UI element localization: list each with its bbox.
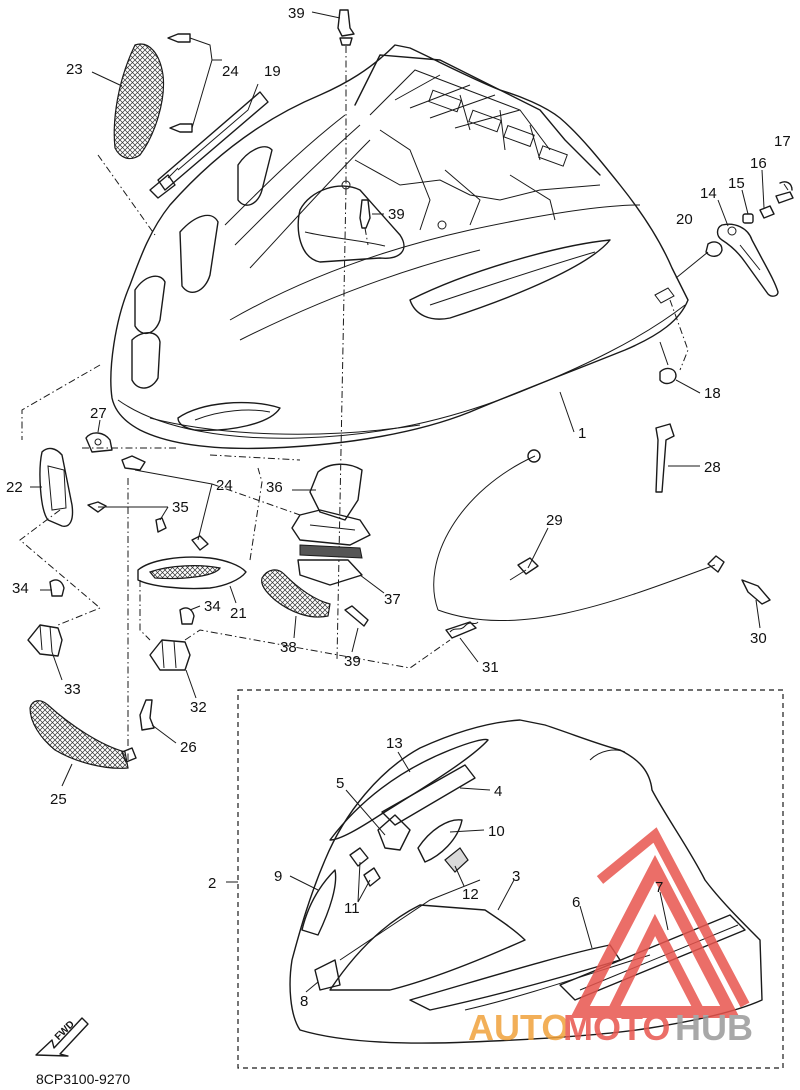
lower-bracket (137, 556, 247, 590)
callout-3: 3 (512, 868, 520, 885)
rivets-lower-left (121, 699, 155, 763)
decal-stripe (149, 91, 269, 199)
callout-25: 25 (50, 791, 67, 808)
callout-38: 38 (280, 639, 297, 656)
callout-2: 2 (208, 875, 216, 892)
callout-26: 26 (180, 739, 197, 756)
hood-body (110, 44, 689, 450)
clip-27 (85, 432, 113, 453)
callout-17: 17 (774, 133, 791, 150)
callout-32: 32 (190, 699, 207, 716)
callout-24-mid: 24 (216, 477, 233, 494)
callout-10: 10 (488, 823, 505, 840)
forward-arrow-icon: FWD (35, 1017, 89, 1057)
callout-30: 30 (750, 630, 767, 647)
callout-leaders (30, 11, 789, 993)
small-hardware-right (675, 181, 794, 279)
callout-33: 33 (64, 681, 81, 698)
callout-27: 27 (90, 405, 107, 422)
callout-23: 23 (66, 61, 83, 78)
callout-20: 20 (676, 211, 693, 228)
callout-4: 4 (494, 783, 502, 800)
callout-12: 12 (462, 886, 479, 903)
callout-9: 9 (274, 868, 282, 885)
callout-11: 11 (344, 900, 360, 917)
callout-34-mid: 34 (204, 598, 221, 615)
callout-37: 37 (384, 591, 401, 608)
callout-8: 8 (300, 993, 308, 1010)
callout-28: 28 (704, 459, 721, 476)
callout-22: 22 (6, 479, 23, 496)
watermark-hub: HUB (675, 1007, 753, 1048)
air-duct (291, 463, 371, 586)
cable-tie (655, 423, 675, 493)
bracket-33 (27, 579, 65, 657)
callout-19: 19 (264, 63, 281, 80)
callout-29: 29 (546, 512, 563, 529)
side-bracket (716, 223, 779, 297)
callout-39-top: 39 (288, 5, 305, 22)
rivet-18 (659, 341, 677, 385)
lamp-bracket (39, 447, 74, 527)
callout-21: 21 (230, 605, 247, 622)
callout-39-lower: 39 (344, 653, 361, 670)
bolt-top (336, 9, 355, 661)
callout-24-top: 24 (222, 63, 239, 80)
callout-labels: 39 24 23 19 39 17 16 15 14 20 18 1 27 22… (6, 5, 791, 1010)
mesh-vent-38 (261, 569, 331, 618)
release-cable (433, 449, 716, 639)
callout-7: 7 (655, 879, 663, 896)
bolt-39c (344, 605, 369, 627)
diagram-code: 8CP3100-9270 (36, 1071, 130, 1087)
callout-39-mid: 39 (388, 206, 405, 223)
callout-6: 6 (572, 894, 580, 911)
mesh-vent-upper (113, 43, 165, 160)
mesh-vent-lower (29, 700, 129, 769)
bracket-32 (149, 607, 195, 671)
callout-16: 16 (750, 155, 767, 172)
graphic-set-hood (289, 719, 763, 1044)
clamp-30 (707, 555, 771, 605)
exploded-leaders (19, 154, 689, 760)
callout-18: 18 (704, 385, 721, 402)
callout-15: 15 (728, 175, 745, 192)
rivets-upper (167, 33, 222, 133)
automotohub-logo: AUTO MOTO HUB (468, 827, 753, 1048)
watermark-auto: AUTO (468, 1007, 569, 1048)
callout-36: 36 (266, 479, 283, 496)
callout-34-left: 34 (12, 580, 29, 597)
bolt-mid (359, 199, 371, 246)
callout-14: 14 (700, 185, 717, 202)
callout-5: 5 (336, 775, 344, 792)
callout-1: 1 (578, 425, 586, 442)
callout-35: 35 (172, 499, 189, 516)
callout-13: 13 (386, 735, 403, 752)
watermark-moto: MOTO (563, 1007, 670, 1048)
graphic-set-box (237, 689, 784, 1069)
clips-left (87, 455, 209, 551)
callout-31: 31 (482, 659, 499, 676)
